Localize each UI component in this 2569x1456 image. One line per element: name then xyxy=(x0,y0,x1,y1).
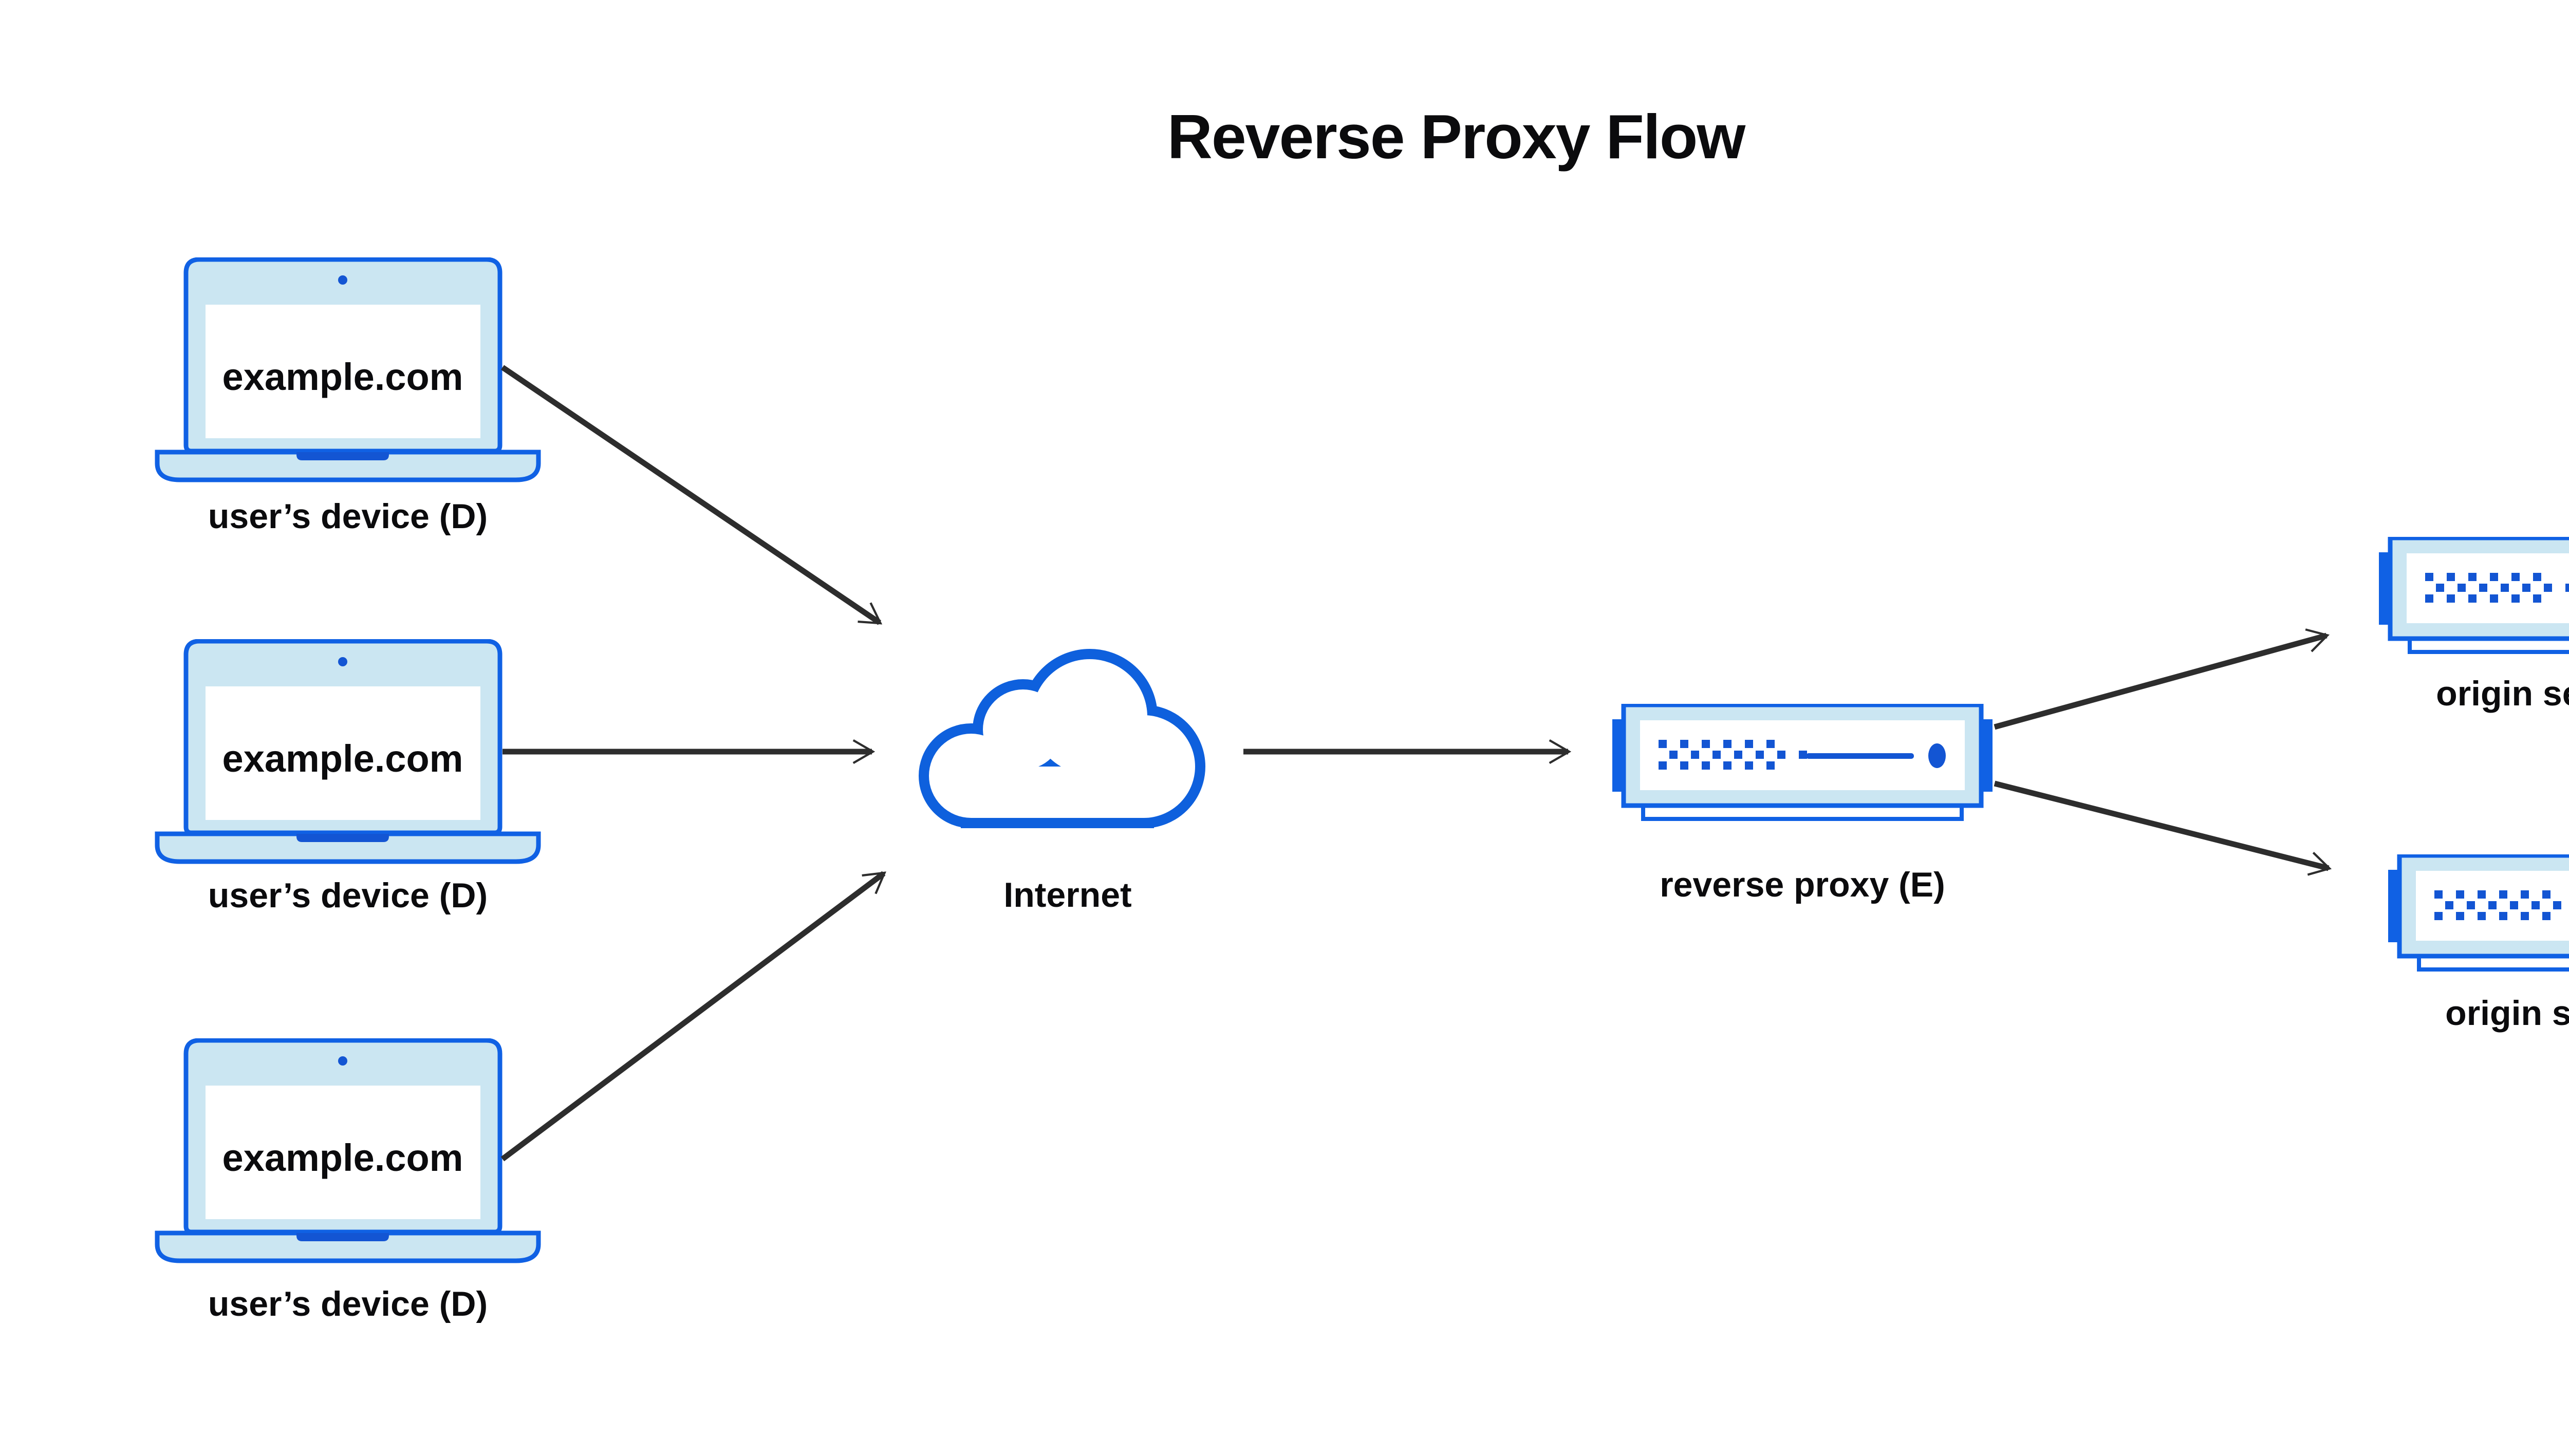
reverse-proxy-node xyxy=(1612,702,1993,822)
reverse-proxy-label: reverse proxy (E) xyxy=(1660,865,1945,904)
camera-dot-icon xyxy=(338,657,347,666)
server-vents-pattern xyxy=(2425,573,2569,603)
server-vents-pattern xyxy=(1659,740,1807,770)
cloud-icon xyxy=(919,649,1205,828)
laptop-icon: example.com xyxy=(155,257,541,482)
laptop-display xyxy=(206,1086,480,1219)
origin-server-node-1 xyxy=(2379,535,2569,655)
user-device-node-1: example.com xyxy=(150,257,546,484)
laptop-base-notch xyxy=(296,834,389,842)
laptop-base-notch xyxy=(296,452,389,460)
page-title: Reverse Proxy Flow xyxy=(1167,102,1746,172)
arrow-proxy-to-origin-2 xyxy=(1994,780,2329,868)
cloud-fill xyxy=(929,659,1195,818)
laptop-base xyxy=(155,831,541,864)
origin-server-label-1: origin server (F) xyxy=(2436,674,2569,713)
user-device-label-2: user’s device (D) xyxy=(208,876,488,915)
laptop-icon: example.com xyxy=(155,639,541,864)
server-icon xyxy=(1612,702,1993,821)
internet-label: Internet xyxy=(1003,875,1132,914)
internet-node xyxy=(918,646,1205,831)
laptop-base xyxy=(155,450,541,482)
laptop-display xyxy=(206,305,480,438)
server-vents-pattern xyxy=(2434,890,2561,920)
laptop-screen-text: example.com xyxy=(222,1136,463,1179)
user-device-node-3: example.com xyxy=(150,1038,546,1265)
arrow-proxy-to-origin-1 xyxy=(1994,636,2326,730)
arrow-device-1-to-internet xyxy=(500,365,880,625)
server-icon xyxy=(2388,853,2569,972)
server-status-line xyxy=(1806,753,1914,759)
user-device-label-3: user’s device (D) xyxy=(208,1284,488,1323)
server-face xyxy=(2407,553,2569,623)
server-power-dot xyxy=(1928,743,1946,768)
laptop-base-notch xyxy=(296,1233,389,1241)
user-device-node-2: example.com xyxy=(150,639,546,866)
laptop-base xyxy=(155,1230,541,1263)
server-icon xyxy=(2379,535,2569,654)
camera-dot-icon xyxy=(338,1056,347,1066)
laptop-screen-text: example.com xyxy=(222,737,463,780)
user-device-label-1: user’s device (D) xyxy=(208,497,488,536)
camera-dot-icon xyxy=(338,275,347,285)
origin-server-label-2: origin server (F) xyxy=(2445,994,2569,1033)
arrow-device-3-to-internet xyxy=(500,871,884,1162)
laptop-icon: example.com xyxy=(155,1038,541,1263)
origin-server-node-2 xyxy=(2388,853,2569,973)
laptop-display xyxy=(206,686,480,820)
laptop-screen-text: example.com xyxy=(222,356,463,398)
